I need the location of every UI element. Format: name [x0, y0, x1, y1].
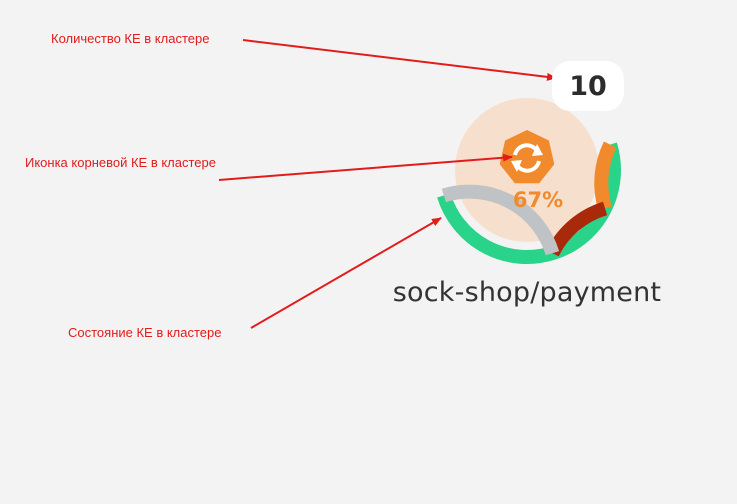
icon-annotation-arrow — [218, 153, 513, 181]
cluster-name[interactable]: sock-shop/payment — [392, 277, 662, 308]
state-annotation-label: Состояние КЕ в кластере — [68, 325, 222, 340]
count-annotation-arrow — [242, 39, 557, 81]
ring-segment-warning — [594, 141, 617, 211]
cluster-count: 10 — [569, 70, 607, 102]
icon-annotation-label: Иконка корневой КЕ в кластере — [25, 155, 216, 170]
count-annotation-label: Количество КЕ в кластере — [51, 31, 210, 46]
cluster-percent: 67% — [512, 188, 564, 212]
kubernetes-icon — [499, 130, 555, 184]
cluster-state-ring[interactable] — [437, 141, 621, 264]
cluster-count-badge: 10 — [552, 61, 624, 111]
ring-segment-unknown — [441, 184, 560, 256]
state-annotation-arrow — [250, 217, 442, 329]
